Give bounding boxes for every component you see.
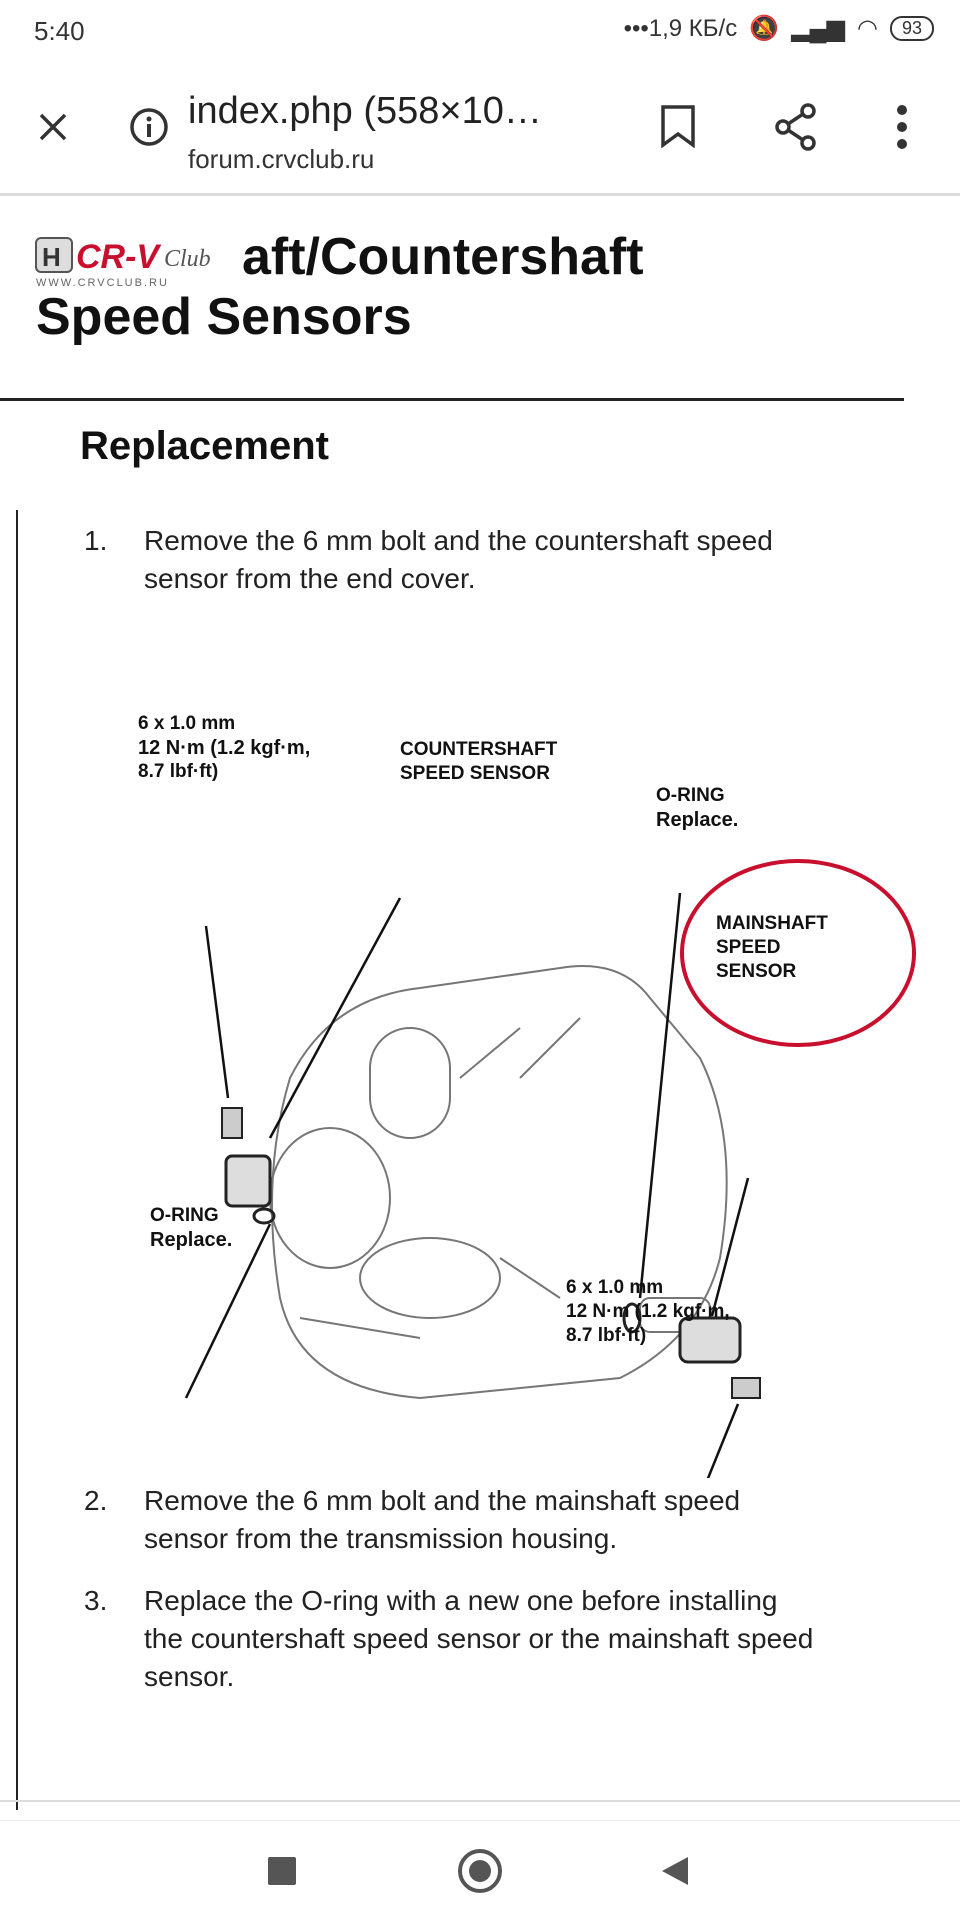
battery-icon: 93 [889, 16, 934, 41]
clock: 5:40 [34, 16, 85, 46]
label-line: 6 x 1.0 mm [138, 713, 236, 734]
label-line: SENSOR [716, 961, 797, 982]
countershaft-label: COUNTERSHAFT SPEED SENSOR [400, 738, 557, 786]
mute-icon: 🔕 [749, 15, 780, 42]
recents-button[interactable] [268, 1857, 296, 1885]
highlight-circle [680, 859, 916, 1047]
label-line: O-RING [150, 1205, 219, 1226]
step-number: 3. [84, 1585, 108, 1616]
doc-title-line1: aft/Countershaft [242, 228, 644, 286]
network-speed: •••1,9 КБ/с [623, 14, 738, 42]
bolt1-label: 6 x 1.0 mm 12 N·m (1.2 kgf·m,8.7 lbf·ft) [138, 712, 310, 784]
svg-text:H: H [42, 242, 61, 272]
more-options-icon[interactable] [896, 104, 908, 150]
doc-title-line2: Speed Sensors [36, 288, 412, 346]
bookmark-icon[interactable] [660, 104, 696, 148]
label-line: 8.7 lbf·ft) [566, 1325, 647, 1346]
label-line: 8.7 lbf·ft) [138, 761, 219, 782]
step-2-text: Remove the 6 mm bolt and the mainshaft s… [144, 1482, 740, 1558]
divider [0, 398, 904, 401]
label-line: COUNTERSHAFT [400, 739, 558, 760]
label-line: MAINSHAFT [716, 913, 828, 934]
step-line: Remove the 6 mm bolt and the mainshaft s… [144, 1485, 741, 1516]
page-title: index.php (558×10… [188, 90, 542, 132]
section-heading: Replacement [80, 424, 329, 468]
step-line: Remove the 6 mm bolt and the countershaf… [144, 525, 773, 556]
step-number: 1. [84, 525, 108, 556]
label-line: 6 x 1.0 mm [566, 1277, 664, 1298]
back-button[interactable] [660, 1855, 690, 1887]
label-line: 12 N·m (1.2 kgf·m, [138, 737, 311, 759]
step-line: sensor. [144, 1661, 235, 1692]
label-line: SPEED SENSOR [400, 763, 550, 784]
oring-left-label: O-RING Replace. [150, 1204, 232, 1252]
label-line: 12 N·m (1.2 kgf·m, [566, 1301, 730, 1322]
close-icon[interactable] [38, 112, 68, 142]
margin-rule [16, 510, 18, 1810]
svg-text:WWW.CRVCLUB.RU: WWW.CRVCLUB.RU [36, 277, 169, 289]
wifi-icon: ◠ [857, 15, 878, 42]
svg-text:CR-V: CR-V [76, 238, 162, 276]
info-icon[interactable] [128, 106, 170, 148]
step-3-text: Replace the O-ring with a new one before… [144, 1582, 813, 1696]
label-line: SPEED [716, 937, 781, 958]
mainshaft-label: MAINSHAFT SPEED SENSOR [716, 912, 828, 984]
signal-icon: ▂▄▆ [791, 15, 846, 42]
label-line: Replace. [150, 1229, 233, 1251]
bolt2-label: 6 x 1.0 mm 12 N·m (1.2 kgf·m, 8.7 lbf·ft) [566, 1276, 730, 1348]
navigation-bar [0, 1820, 960, 1920]
step-line: Replace the O-ring with a new one before… [144, 1585, 778, 1616]
share-icon[interactable] [774, 102, 818, 152]
step-number: 2. [84, 1485, 108, 1516]
oring-top-label: O-RING Replace. [656, 784, 738, 832]
step-line: sensor from the end cover. [144, 563, 476, 594]
label-line: O-RING [656, 785, 725, 806]
step-line: the countershaft speed sensor or the mai… [144, 1623, 814, 1654]
home-button[interactable] [458, 1849, 502, 1893]
svg-text:Club: Club [164, 246, 211, 272]
status-bar: 5:40 •••1,9 КБ/с 🔕 ▂▄▆ ◠ 93 [0, 0, 960, 64]
transmission-diagram [184, 859, 916, 1478]
step-1-text: Remove the 6 mm bolt and the countershaf… [144, 522, 773, 598]
page-url: forum.crvclub.ru [188, 144, 375, 174]
divider [0, 1800, 960, 1802]
browser-toolbar: index.php (558×10… forum.crvclub.ru [0, 64, 960, 196]
step-line: sensor from the transmission housing. [144, 1523, 618, 1554]
label-line: Replace. [656, 809, 739, 831]
